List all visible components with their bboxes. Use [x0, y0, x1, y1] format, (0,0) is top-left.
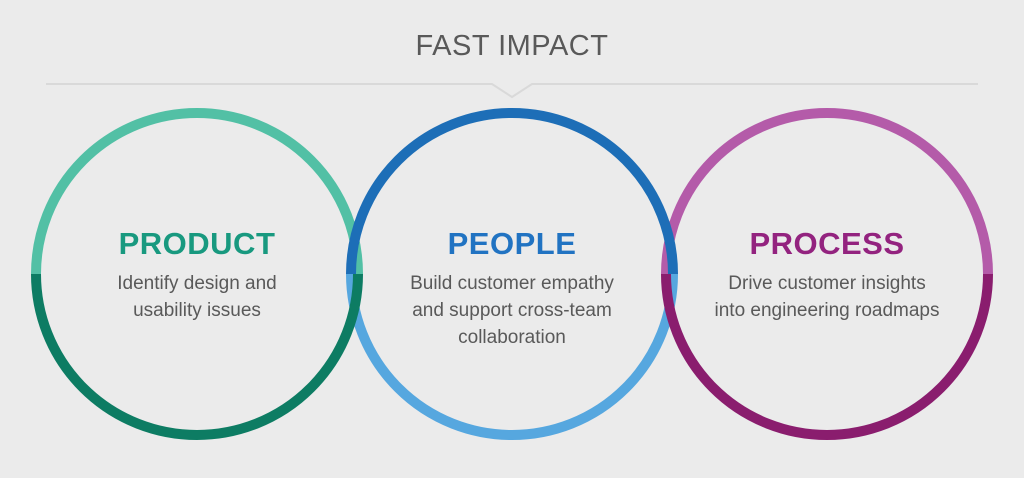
product-circle-text: PRODUCT Identify design and usability is… — [47, 226, 347, 324]
process-ring-top — [661, 108, 993, 275]
process-ring-bottom — [661, 273, 993, 440]
people-ring-top — [346, 108, 678, 275]
product-heading: PRODUCT — [118, 226, 276, 261]
product-ring-bottom — [31, 273, 363, 440]
people-circle-text: PEOPLE Build customer empathy and suppor… — [362, 226, 662, 351]
people-description: Build customer empathy and support cross… — [410, 273, 614, 348]
process-heading: PROCESS — [749, 226, 905, 261]
product-description: Identify design and usability issues — [117, 273, 277, 321]
product-ring-top — [31, 108, 363, 275]
divider-line-chevron — [46, 83, 978, 99]
page-title: FAST IMPACT — [415, 30, 609, 62]
process-description: Drive customer insights into engineering… — [714, 273, 940, 321]
people-ring-bottom — [346, 273, 678, 440]
process-circle-text: PROCESS Drive customer insights into eng… — [677, 226, 977, 324]
people-heading: PEOPLE — [447, 226, 577, 261]
